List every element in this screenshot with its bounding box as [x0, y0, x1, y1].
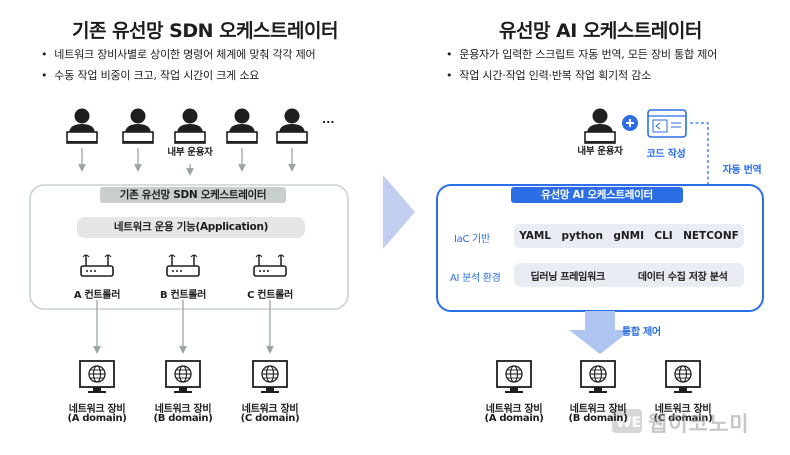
ai-item-deep-learning: 딥러닝 프레임워크 [530, 271, 605, 283]
ai-items-bar [514, 263, 744, 287]
legacy-box-header: 기존 유선망 SDN 오케스트레이터 [119, 189, 267, 201]
iac-items: YAML python gNMI CLI NETCONF [514, 224, 744, 248]
legacy-header-bar [100, 187, 286, 203]
ai-env-label: AI 분석 환경 [450, 273, 501, 284]
right-device-b-domain: (B domain) [568, 413, 628, 424]
left-device-c-domain: (C domain) [240, 413, 300, 424]
iac-items-bar [514, 224, 744, 248]
iac-item-gnmi: gNMI [613, 230, 645, 242]
iac-item-netconf: NETCONF [683, 230, 739, 242]
ai-title: 유선망 AI 오케스트레이터 [499, 20, 702, 42]
controller-a-label: A 컨트롤러 [73, 290, 121, 301]
auto-translate-label: 자동 번역 [722, 165, 762, 176]
integrated-control-arrow [569, 311, 631, 354]
right-device-b-name: 네트워크 장비 [569, 404, 627, 415]
left-operators [66, 107, 308, 145]
legacy-bullet-2: 수동 작업 비중이 크고, 작업 시간이 크게 소요 [41, 67, 259, 83]
left-operator-arrows [78, 148, 296, 176]
code-writing-label: 코드 작성 [646, 149, 686, 160]
more-operators-ellipsis: ... [322, 113, 335, 126]
application-layer-label: 네트워크 운용 기능(Application) [113, 221, 269, 233]
watermark-logo: WE [612, 409, 642, 433]
transition-chevron [383, 175, 415, 249]
iac-item-cli: CLI [654, 230, 673, 242]
legacy-bullet-1: 네트워크 장비사별로 상이한 명령어 체계에 맞춰 각각 제어 [41, 46, 315, 62]
left-device-a-name: 네트워크 장비 [68, 404, 126, 415]
watermark-text: 웹이코노미 [648, 412, 750, 436]
ai-header-bar [511, 187, 683, 203]
ai-bullet-1: 운용자가 입력한 스크립트 자동 번역, 모든 장비 통합 제어 [446, 46, 717, 62]
application-layer-bar [77, 217, 305, 238]
svg-text:WE: WE [616, 415, 641, 431]
controller-c-label: C 컨트롤러 [247, 290, 293, 301]
right-device-icons [496, 360, 701, 394]
left-device-icons [79, 360, 288, 394]
ai-operator-label: 내부 운용자 [577, 146, 623, 157]
right-operator-icon [584, 107, 616, 145]
left-device-b-name: 네트워크 장비 [154, 404, 212, 415]
iac-label: IaC 기반 [454, 234, 490, 245]
iac-item-python: python [561, 230, 603, 242]
code-window-icon [647, 109, 687, 138]
right-device-c-domain: (C domain) [653, 413, 713, 424]
iac-item-yaml: YAML [519, 230, 552, 242]
right-device-a-name: 네트워크 장비 [485, 404, 543, 415]
ai-bullet-2: 작업 시간·작업 인력·반복 작업 획기적 감소 [446, 67, 651, 83]
ai-item-data-pipeline: 데이터 수집 저장 분석 [637, 271, 728, 283]
legacy-orchestrator-box [29, 184, 349, 310]
legacy-title: 기존 유선망 SDN 오케스트레이터 [72, 20, 338, 42]
ai-box-header: 유선망 AI 오케스트레이터 [541, 189, 653, 201]
left-device-c-name: 네트워크 장비 [241, 404, 299, 415]
controller-device-arrows [93, 300, 274, 354]
left-device-b-domain: (B domain) [153, 413, 213, 424]
integrated-control-label: 통합 제어 [622, 327, 661, 338]
legacy-operator-label: 내부 운용자 [167, 147, 213, 158]
ai-items: 딥러닝 프레임워크 데이터 수집 저장 분석 [514, 263, 744, 287]
right-device-c-name: 네트워크 장비 [654, 404, 712, 415]
left-device-a-domain: (A domain) [67, 413, 127, 424]
right-device-a-domain: (A domain) [484, 413, 544, 424]
controller-b-label: B 컨트롤러 [159, 290, 207, 301]
